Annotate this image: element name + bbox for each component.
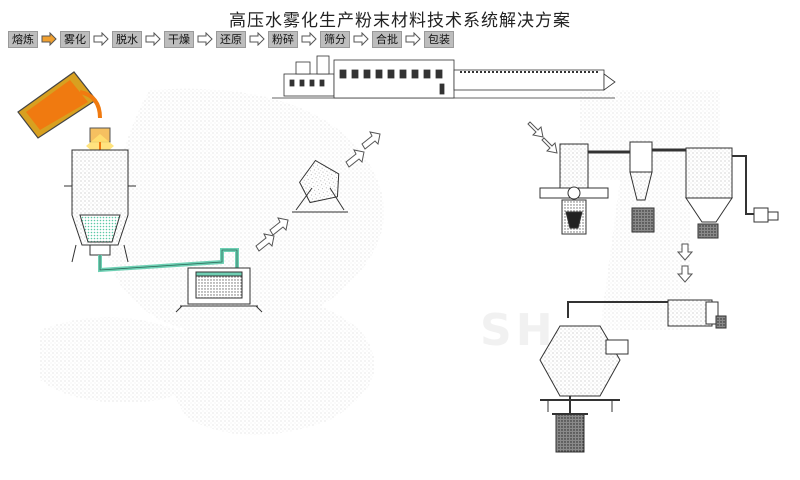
arrow-right-icon bbox=[353, 32, 369, 46]
arrow-right-icon bbox=[301, 32, 317, 46]
flow-arrow-icon bbox=[345, 149, 365, 168]
step-reduction[interactable]: 还原 bbox=[216, 30, 246, 48]
watermark-text: SH bbox=[480, 305, 557, 356]
arrow-right-icon bbox=[93, 32, 109, 46]
step-drying[interactable]: 干燥 bbox=[164, 30, 194, 48]
arrow-right-icon bbox=[197, 32, 213, 46]
step-dewatering[interactable]: 脱水 bbox=[112, 30, 142, 48]
flow-arrow-icon bbox=[676, 265, 694, 283]
arrow-right-icon bbox=[145, 32, 161, 46]
process-steps-bar: 熔炼 雾化 脱水 干燥 还原 粉碎 筛分 合批 包装 bbox=[8, 30, 454, 48]
arrow-right-icon bbox=[41, 32, 57, 46]
arrow-right-icon bbox=[405, 32, 421, 46]
page-title: 高压水雾化生产粉末材料技术系统解决方案 bbox=[229, 11, 571, 31]
cyclone-separator bbox=[629, 141, 686, 233]
step-sieving[interactable]: 筛分 bbox=[320, 30, 350, 48]
step-packaging[interactable]: 包装 bbox=[424, 30, 454, 48]
step-crushing[interactable]: 粉碎 bbox=[268, 30, 298, 48]
flow-arrow-icon bbox=[269, 217, 289, 236]
atomizing-tower bbox=[64, 149, 136, 263]
ladle bbox=[17, 71, 102, 139]
arrow-right-icon bbox=[249, 32, 265, 46]
drying-mixer bbox=[292, 159, 348, 213]
flow-arrow-icon bbox=[255, 233, 275, 252]
background-watermark: SH bbox=[40, 88, 720, 435]
slurry-pipe bbox=[98, 248, 239, 273]
bag-filter bbox=[685, 147, 779, 239]
flow-arrows bbox=[255, 121, 694, 283]
step-atomizing[interactable]: 雾化 bbox=[60, 30, 90, 48]
crusher bbox=[539, 143, 632, 235]
flow-arrow-icon bbox=[541, 137, 558, 154]
factory-building bbox=[272, 55, 616, 99]
step-smelting[interactable]: 熔炼 bbox=[8, 30, 38, 48]
flow-arrow-icon bbox=[676, 243, 694, 261]
product-container bbox=[552, 413, 588, 453]
step-blending[interactable]: 合批 bbox=[372, 30, 402, 48]
flow-arrow-icon bbox=[527, 121, 544, 138]
vibrating-sieve bbox=[567, 299, 727, 329]
double-cone-blender bbox=[539, 325, 629, 414]
dewatering-tank bbox=[175, 267, 263, 313]
flow-arrow-icon bbox=[361, 131, 381, 150]
